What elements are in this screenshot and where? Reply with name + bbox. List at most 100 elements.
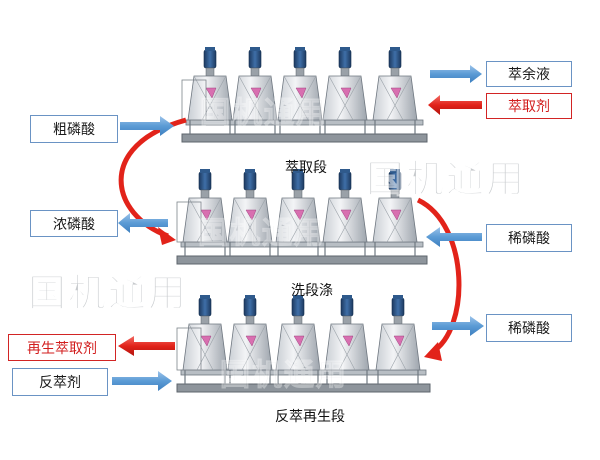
frame-line bbox=[386, 197, 412, 243]
mixer-settler-unit bbox=[277, 47, 323, 134]
gearbox bbox=[340, 67, 350, 77]
frame-line bbox=[281, 197, 307, 243]
skid-base bbox=[176, 383, 431, 393]
stage-label-extraction: 萃取段 bbox=[285, 160, 327, 176]
motor-cap bbox=[205, 47, 215, 51]
mixer-settler-unit bbox=[227, 295, 273, 384]
motor-cap bbox=[200, 169, 210, 173]
motor bbox=[243, 171, 257, 191]
watermark: 国机通用 bbox=[220, 358, 348, 394]
raffinate-box: 萃余液 bbox=[486, 61, 572, 87]
arrow-dilute-out bbox=[432, 316, 484, 336]
impeller bbox=[340, 209, 352, 221]
frame-line bbox=[336, 197, 362, 243]
motor bbox=[198, 171, 212, 191]
mixer-settler-unit bbox=[275, 295, 321, 384]
impeller bbox=[200, 335, 212, 347]
motor-cap bbox=[295, 47, 305, 51]
gearbox bbox=[295, 67, 305, 77]
gearbox bbox=[245, 189, 255, 199]
mixer-settler-unit bbox=[187, 47, 233, 134]
impeller bbox=[250, 87, 262, 99]
frame-line bbox=[338, 323, 364, 371]
motor bbox=[198, 297, 212, 317]
motor-cap bbox=[393, 295, 403, 299]
motor-cap bbox=[340, 169, 350, 173]
motor-cap bbox=[245, 169, 255, 173]
mixer-settler-unit bbox=[227, 169, 273, 256]
tank-body bbox=[227, 197, 273, 243]
gearbox bbox=[390, 67, 400, 77]
frame-line bbox=[241, 323, 267, 371]
motor bbox=[388, 49, 402, 69]
frame-line bbox=[386, 75, 412, 121]
impeller bbox=[205, 87, 217, 99]
frame-line bbox=[336, 75, 362, 121]
motor-cap bbox=[293, 169, 303, 173]
tank-body bbox=[275, 323, 321, 371]
frame-line bbox=[233, 323, 259, 371]
motor bbox=[248, 49, 262, 69]
gearbox bbox=[393, 315, 403, 325]
motor-cap bbox=[390, 169, 400, 173]
gearbox bbox=[340, 189, 350, 199]
gearbox bbox=[293, 189, 303, 199]
concentrated-acid-box: 浓磷酸 bbox=[30, 210, 118, 237]
frame-line bbox=[241, 197, 267, 243]
mixer-settler-unit bbox=[372, 169, 418, 256]
skid-base bbox=[176, 255, 428, 265]
mixer-settler-unit bbox=[275, 169, 321, 256]
motor-cap bbox=[200, 295, 210, 299]
arrow-regen-out bbox=[118, 336, 175, 356]
arrow-crude-acid-in bbox=[120, 116, 174, 136]
crude-acid-box: 粗磷酸 bbox=[30, 115, 118, 143]
impeller bbox=[245, 335, 257, 347]
arrow-conc-acid-out bbox=[118, 213, 168, 233]
tank-body bbox=[182, 323, 228, 371]
motor-cap bbox=[390, 47, 400, 51]
curve-wash-to-strip-head bbox=[424, 342, 442, 361]
skid-base bbox=[181, 133, 428, 143]
settler-frame bbox=[176, 327, 202, 371]
watermark: 国机通用 bbox=[198, 216, 326, 252]
impeller bbox=[293, 209, 305, 221]
impeller bbox=[293, 335, 305, 347]
impeller bbox=[295, 87, 307, 99]
motor bbox=[340, 297, 354, 317]
impeller bbox=[245, 209, 257, 221]
mixer-settler-unit bbox=[182, 169, 228, 256]
mixer-settler-unit bbox=[322, 169, 368, 256]
gearbox bbox=[293, 315, 303, 325]
motor bbox=[203, 49, 217, 69]
arrow-strip-in bbox=[112, 371, 172, 391]
motor bbox=[291, 297, 305, 317]
arrow-extractant-in bbox=[428, 95, 482, 115]
tank-body bbox=[324, 323, 370, 371]
frame-line bbox=[289, 323, 315, 371]
curve-wash-to-strip bbox=[416, 197, 462, 355]
impeller bbox=[390, 209, 402, 221]
frame-line bbox=[238, 75, 264, 121]
frame-line bbox=[330, 323, 356, 371]
motor bbox=[338, 49, 352, 69]
watermark: 国机通用 bbox=[365, 157, 527, 202]
strip-agent-box: 反萃剂 bbox=[12, 368, 108, 396]
gearbox bbox=[205, 67, 215, 77]
regenerated-extractant-box: 再生萃取剂 bbox=[8, 334, 116, 361]
impeller bbox=[340, 87, 352, 99]
tank-body bbox=[227, 323, 273, 371]
dilute-acid-wash-box: 稀磷酸 bbox=[486, 224, 572, 252]
motor-cap bbox=[340, 47, 350, 51]
motor bbox=[293, 49, 307, 69]
curve-extract-to-wash-head bbox=[158, 227, 176, 245]
curve-extract-to-wash bbox=[118, 117, 187, 239]
frame-line bbox=[246, 75, 272, 121]
frame-line bbox=[281, 323, 307, 371]
impeller bbox=[393, 335, 405, 347]
arrow-dilute-wash-in bbox=[426, 227, 482, 247]
mixer-settler-units bbox=[176, 47, 431, 393]
mixer-settler-unit bbox=[322, 47, 368, 134]
watermark: 国机通用 bbox=[200, 96, 328, 132]
